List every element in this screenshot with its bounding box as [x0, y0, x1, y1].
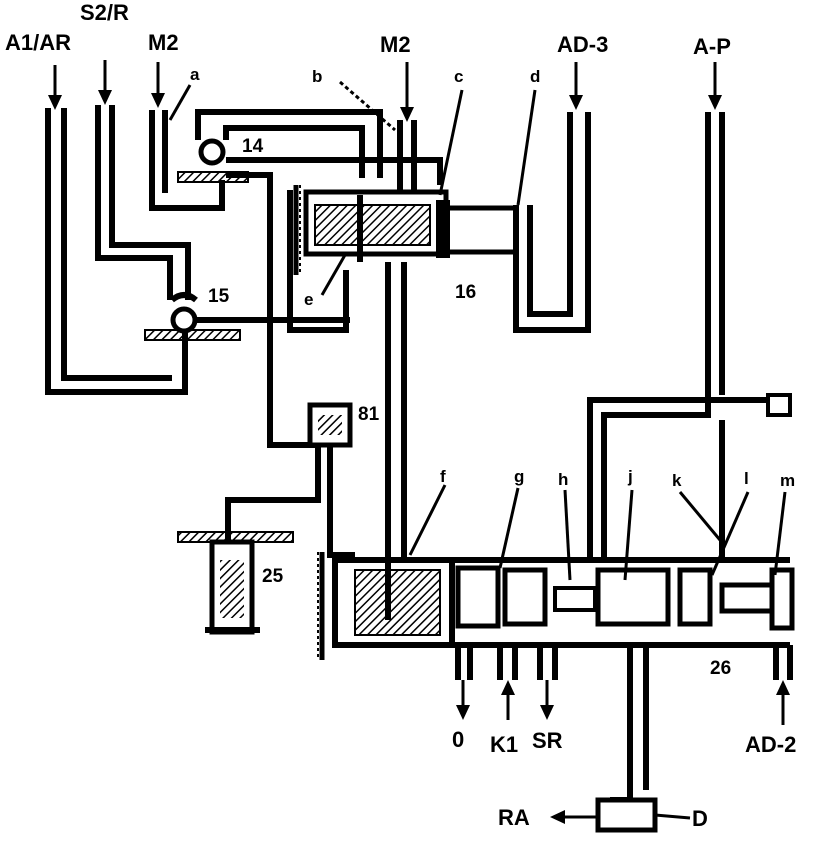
callout-f: f — [440, 467, 446, 486]
channel-a1ar — [45, 108, 188, 395]
callout-h: h — [558, 470, 568, 489]
callout-d: d — [530, 67, 540, 86]
port-label-m2-left: M2 — [148, 30, 179, 55]
callout-m: m — [780, 471, 795, 490]
port-label-ap: A-P — [693, 34, 731, 59]
callout-l: l — [744, 469, 749, 488]
component-label-26: 26 — [710, 658, 731, 679]
bottom-arrows — [456, 680, 790, 824]
valve-81 — [225, 402, 355, 558]
port-label-zero: 0 — [452, 727, 464, 752]
component-label-16: 16 — [455, 282, 476, 303]
callout-k: k — [672, 471, 682, 490]
callout-c: c — [454, 67, 463, 86]
component-25 — [177, 531, 294, 635]
callout-b: b — [312, 67, 322, 86]
port-label-s2r: S2/R — [80, 0, 129, 25]
channel-m2-center — [397, 120, 417, 192]
port-label-ad3: AD-3 — [557, 32, 608, 57]
port-label-d: D — [692, 806, 708, 831]
check-valve-14 — [177, 109, 443, 448]
component-label-81: 81 — [358, 404, 380, 425]
port-label-ra: RA — [498, 805, 530, 830]
check-valve-15 — [144, 292, 350, 341]
channel-s2r — [95, 105, 191, 300]
channel-m2-left — [149, 110, 225, 211]
component-label-15: 15 — [208, 286, 230, 307]
port-label-ad2: AD-2 — [745, 732, 796, 757]
callout-g: g — [514, 467, 524, 486]
input-arrows — [48, 60, 722, 122]
port-label-a1ar: A1/AR — [5, 30, 71, 55]
main-valve-26 — [317, 112, 795, 833]
leader-lines — [168, 80, 787, 820]
callout-a: a — [190, 65, 200, 84]
port-label-k1: K1 — [490, 732, 518, 757]
port-label-m2-center: M2 — [380, 32, 411, 57]
component-label-14: 14 — [242, 136, 264, 157]
port-label-sr: SR — [532, 728, 563, 753]
component-label-25: 25 — [262, 566, 284, 587]
valve-16 — [287, 112, 591, 620]
callout-j: j — [627, 467, 633, 486]
callout-e: e — [304, 290, 313, 309]
